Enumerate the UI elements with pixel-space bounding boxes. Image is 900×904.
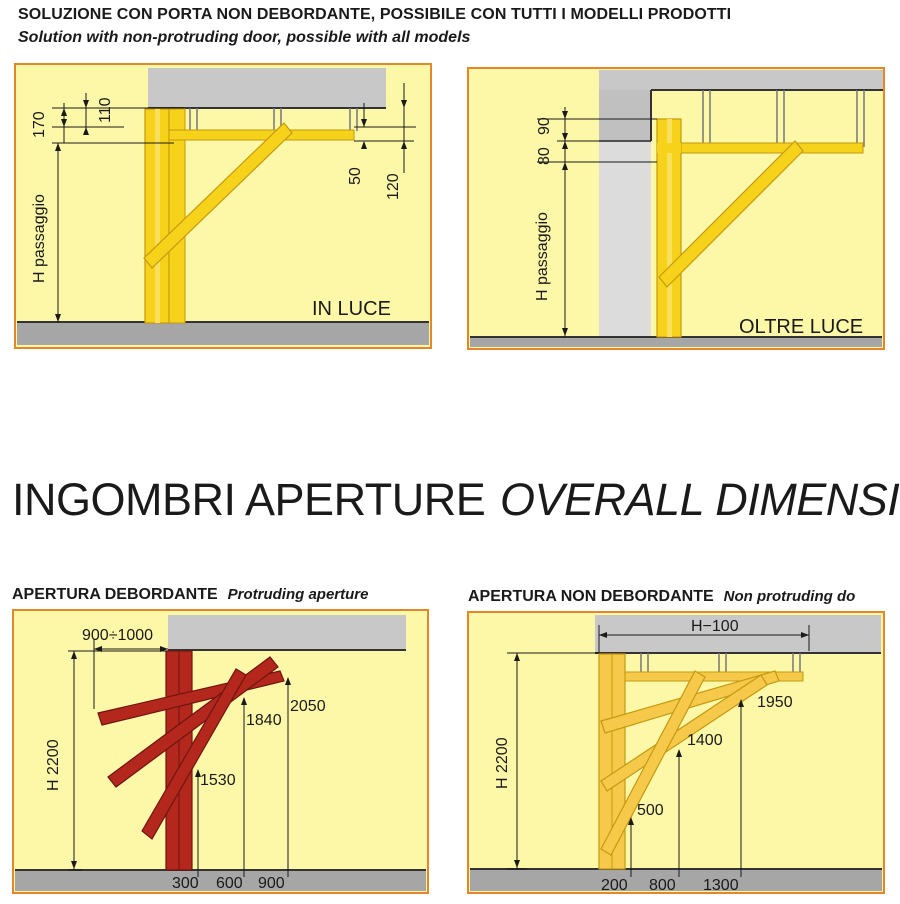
ceiling-slab — [148, 68, 386, 108]
height-1400: 1400 — [687, 732, 723, 749]
dim-80: 80 — [536, 147, 553, 165]
height-2050: 2050 — [290, 698, 326, 715]
non-debordante-title-it: APERTURA NON DEBORDANTE — [468, 588, 714, 605]
door-leaf-closed — [600, 670, 706, 856]
panel-label-in-luce: IN LUCE — [312, 298, 391, 320]
bottom-600: 600 — [216, 875, 243, 892]
door-rail — [168, 129, 355, 141]
floor — [17, 323, 429, 345]
dim-110: 110 — [97, 97, 114, 123]
dim-50: 50 — [347, 167, 364, 185]
dim-170: 170 — [31, 111, 48, 138]
floor — [470, 869, 882, 891]
debordante-title-it: APERTURA DEBORDANTE — [12, 586, 218, 603]
section-title-en: OVERALL DIMENSIO — [500, 474, 900, 525]
door-leaf — [143, 122, 293, 269]
panel-label-oltre-luce: OLTRE LUCE — [739, 316, 863, 338]
debordante-title: APERTURA DEBORDANTE Protruding aperture — [12, 586, 369, 604]
section-title-it: INGOMBRI APERTURE — [12, 474, 486, 525]
diagram-in-luce: 170 110 50 120 H passaggio IN LUCE — [14, 63, 432, 349]
header-title-it: SOLUZIONE CON PORTA NON DEBORDANTE, POSS… — [18, 6, 732, 23]
bottom-800: 800 — [649, 877, 676, 894]
ceiling-slab — [595, 615, 881, 653]
ceiling-slab — [168, 615, 406, 650]
height-1530: 1530 — [200, 772, 236, 789]
header-title-en: Solution with non-protruding door, possi… — [18, 29, 471, 46]
width-label: H−100 — [691, 618, 739, 635]
height-1840: 1840 — [246, 712, 282, 729]
width-label: 900÷1000 — [82, 627, 153, 644]
floor — [15, 870, 426, 891]
diagram-non-debordante: H−100 H 2200 500 1400 1950 200 800 1300 — [467, 611, 885, 894]
non-debordante-title: APERTURA NON DEBORDANTE Non protruding do — [468, 588, 855, 606]
debordante-title-en: Protruding aperture — [227, 586, 369, 603]
h-passaggio-label: H passaggio — [534, 212, 551, 301]
non-debordante-title-en: Non protruding do — [723, 588, 856, 605]
bottom-300: 300 — [172, 875, 199, 892]
height-label: H 2200 — [494, 737, 511, 789]
diagram-debordante: 900÷1000 H 2200 1530 1840 2050 300 600 9… — [12, 609, 429, 894]
height-1950: 1950 — [757, 694, 793, 711]
door-leaf — [658, 140, 804, 288]
dim-120: 120 — [385, 173, 402, 200]
door-leaf-closed — [141, 668, 247, 840]
height-label: H 2200 — [45, 739, 62, 791]
diagram-oltre-luce: 90 80 H passaggio OLTRE LUCE — [467, 67, 885, 350]
height-500: 500 — [637, 802, 664, 819]
ceiling-slab — [599, 70, 883, 90]
bottom-1300: 1300 — [703, 877, 739, 894]
bottom-900: 900 — [258, 875, 285, 892]
floor — [470, 337, 882, 347]
bottom-200: 200 — [601, 877, 628, 894]
dim-90: 90 — [536, 117, 553, 135]
h-passaggio-label: H passaggio — [31, 194, 48, 283]
door-leaf-mid — [600, 674, 768, 792]
